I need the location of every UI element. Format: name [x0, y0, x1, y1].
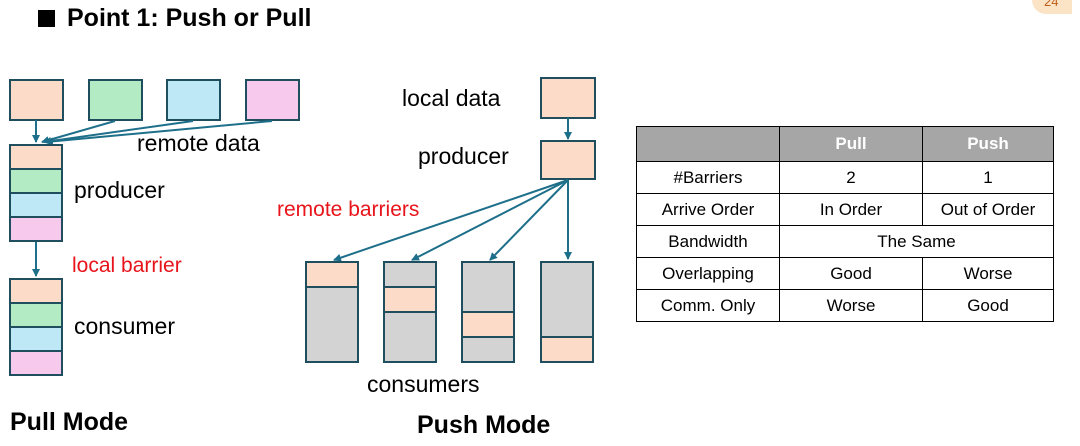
remote-block-peach: [9, 79, 64, 121]
push-scatter-arrows: [333, 179, 572, 262]
pull-cell: In Order: [779, 193, 923, 226]
row-label: Comm. Only: [636, 289, 780, 322]
consumer-1: [305, 261, 359, 363]
push-cell: Good: [922, 289, 1054, 322]
producer-seg-pink: [9, 216, 63, 242]
row-label: Bandwidth: [636, 225, 780, 258]
pull-producer-label: producer: [74, 177, 165, 203]
table-header-pull: Pull: [779, 126, 923, 162]
slide-number: 24: [1044, 0, 1059, 9]
remote-data-label: remote data: [137, 130, 260, 156]
pull-producer-stack: [9, 144, 63, 242]
slide-number-badge: 24: [1032, 0, 1072, 14]
remote-block-blue: [166, 79, 221, 121]
row-label: Arrive Order: [636, 193, 780, 226]
table-row: Bandwidth The Same: [636, 225, 1054, 258]
table-row: Comm. Only Worse Good: [636, 289, 1054, 322]
square-bullet-icon: [38, 10, 55, 27]
consumer-2-slot: [383, 286, 437, 313]
pull-remote-data-blocks: [9, 79, 300, 121]
pull-mode-label: Pull Mode: [10, 408, 129, 436]
slide-title-text: Point 1: Push or Pull: [67, 4, 312, 32]
consumer-4: [540, 261, 594, 363]
table-row: #Barriers 2 1: [636, 161, 1054, 194]
local-data-block: [540, 77, 596, 119]
table-row: Overlapping Good Worse: [636, 257, 1054, 290]
pull-gather-arrows: [32, 120, 273, 146]
consumer-seg-peach: [9, 278, 63, 304]
consumer-1-slot: [305, 261, 359, 288]
consumers-label: consumers: [367, 371, 479, 397]
producer-seg-peach: [9, 144, 63, 170]
table-header-push: Push: [922, 126, 1054, 162]
row-label: Overlapping: [636, 257, 780, 290]
push-producer-block: [540, 140, 596, 180]
pull-cell: Good: [779, 257, 923, 290]
pull-consumer-stack: [9, 278, 63, 376]
remote-barriers-label: remote barriers: [277, 198, 419, 221]
row-label: #Barriers: [636, 161, 780, 194]
remote-block-pink: [245, 79, 300, 121]
pull-consumer-label: consumer: [74, 313, 175, 339]
push-cell: 1: [922, 161, 1054, 194]
consumer-seg-pink: [9, 350, 63, 376]
pull-cell: 2: [779, 161, 923, 194]
push-cell: Worse: [922, 257, 1054, 290]
consumer-seg-blue: [9, 326, 63, 352]
consumer-2: [383, 261, 437, 363]
push-cell: Out of Order: [922, 193, 1054, 226]
table-row: Arrive Order In Order Out of Order: [636, 193, 1054, 226]
local-data-label: local data: [402, 85, 501, 111]
merged-cell: The Same: [779, 225, 1054, 258]
producer-seg-green: [9, 168, 63, 194]
push-producer-label: producer: [418, 143, 509, 169]
consumer-3: [461, 261, 515, 363]
table-header-row: Pull Push: [636, 126, 1054, 162]
comparison-table: Pull Push #Barriers 2 1 Arrive Order In …: [636, 126, 1054, 322]
local-barrier-label: local barrier: [72, 254, 182, 277]
consumer-3-slot: [461, 311, 515, 338]
table-header-blank: [636, 126, 780, 162]
push-consumers: [305, 261, 594, 363]
consumer-4-slot: [540, 336, 594, 363]
producer-seg-blue: [9, 192, 63, 218]
remote-block-green: [88, 79, 143, 121]
push-mode-label: Push Mode: [417, 411, 551, 439]
pull-cell: Worse: [779, 289, 923, 322]
consumer-seg-green: [9, 302, 63, 328]
slide-title: Point 1: Push or Pull: [38, 4, 311, 33]
